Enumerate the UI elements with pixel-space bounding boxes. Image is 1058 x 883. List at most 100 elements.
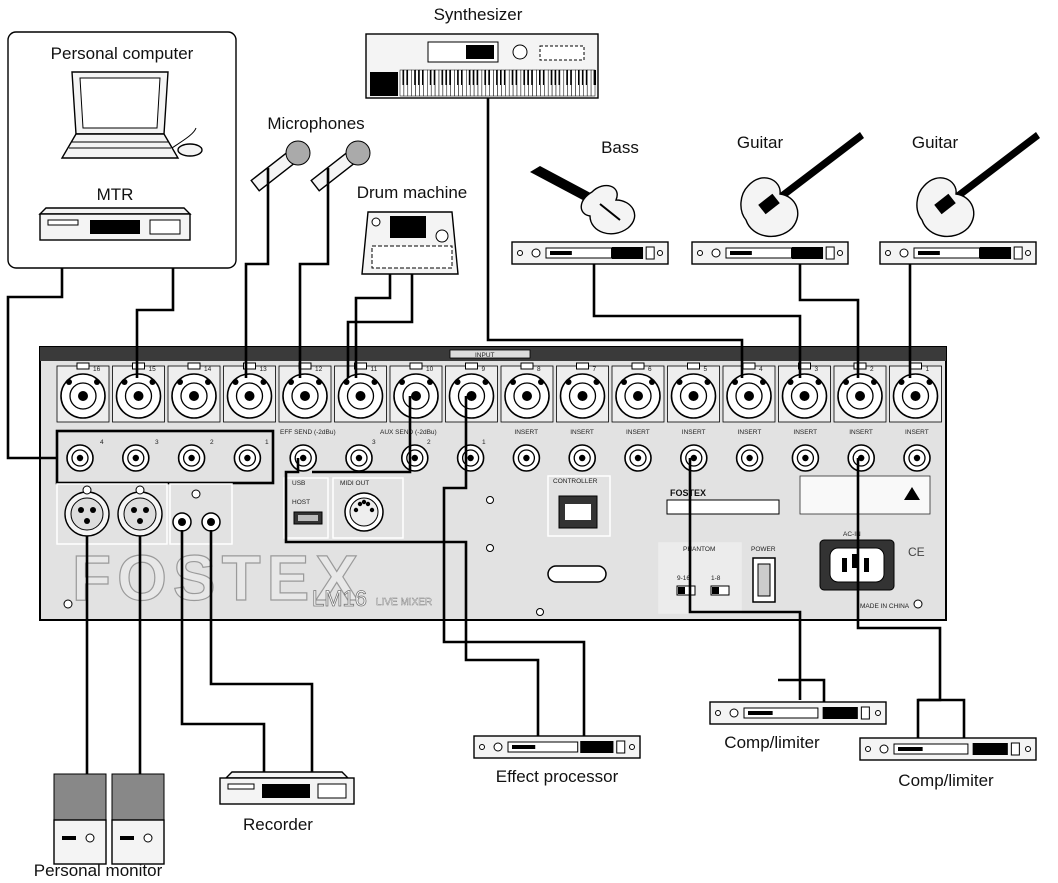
group-out-number: 3 [155,439,159,446]
svg-text:9-16: 9-16 [677,575,690,582]
monitor-left-icon [53,773,107,865]
channel-number: 8 [537,366,541,373]
insert-label: INSERT [514,429,538,436]
usb-port: USB HOST [283,477,329,539]
channel-number: 11 [371,366,378,373]
cable-fx-send [312,396,412,474]
insert-label: INSERT [682,429,706,436]
comp-limiter-2-label: Comp/limiter [898,771,994,790]
mtr-icon [38,207,192,241]
laptop-icon [60,71,203,159]
jack-7 [400,444,429,472]
aux-number: 3 [372,439,376,446]
bass-icon [530,166,636,235]
input-label: INPUT [475,352,495,359]
cable-mic-2 [298,168,330,378]
combo-input-11: 11 [334,362,387,423]
combo-input-12: 12 [278,362,332,423]
cable-insert-3 [688,458,802,700]
xlr-outputs [56,483,168,545]
combo-input-7: 7 [556,362,609,423]
channel-number: 3 [815,366,819,373]
cable-mic-1 [244,168,270,378]
guitar-2-di-unit [879,241,1037,265]
insert-label: INSERT [626,429,650,436]
cable-synth [486,98,744,378]
mtr-label: MTR [97,185,134,204]
guitar-2-label: Guitar [912,133,959,152]
model-name: LM16 [312,586,367,611]
comp-limiter-1-label: Comp/limiter [724,733,820,752]
power-switch: POWER [751,546,776,603]
recorder-label: Recorder [243,815,313,834]
cable-bass [592,264,802,378]
microphones-label: Microphones [267,114,364,133]
svg-text:MIDI OUT: MIDI OUT [340,480,369,487]
bass-label: Bass [601,138,639,157]
cable-comp2-loop [918,698,966,738]
insert-label: INSERT [793,429,817,436]
channel-number: 5 [704,366,708,373]
svg-text:AC-IN: AC-IN [843,531,861,538]
drum-machine-label: Drum machine [357,183,468,202]
guitar-1-icon [740,132,864,238]
channel-number: 14 [204,366,212,373]
combo-input-16: 16 [56,362,110,423]
jack-13: INSERT [735,429,764,472]
jack-11: INSERT [624,429,652,472]
personal-monitor-label: Personal monitor [34,861,163,880]
comp-limiter-1-unit [709,701,887,725]
controller-port: CONTROLLER [547,475,611,537]
recorder-icon [219,771,355,805]
insert-label: INSERT [905,429,929,436]
channel-number: 15 [149,366,157,373]
cable-fx-return-1 [284,458,540,736]
guitar-1-label: Guitar [737,133,784,152]
group-out-number: 1 [265,439,269,446]
insert-label: INSERT [738,429,762,436]
comp-limiter-2-unit [859,737,1037,761]
eff-send-label: EFF SEND (-2dBu) [280,429,336,436]
jack-5 [289,444,318,472]
jack-2 [122,444,150,472]
svg-text:USB: USB [292,480,305,487]
combo-input-6: 6 [611,362,665,423]
jack-9: INSERT [512,429,541,472]
svg-text:FOSTEX: FOSTEX [670,488,706,498]
label-plate: FOSTEX [666,488,780,515]
channel-number: 4 [759,366,763,373]
jack-1 [66,444,94,472]
microphone-1-icon [250,140,311,192]
svg-text:1-8: 1-8 [711,575,721,582]
drum-machine-icon [361,211,459,275]
jack-15: INSERT [847,429,876,472]
cable-insert-2 [856,458,942,738]
svg-text:HOST: HOST [292,499,310,506]
combo-input-3: 3 [778,362,831,423]
combo-input-4: 4 [722,362,776,423]
jack-8 [456,444,485,472]
cable-mtr-input [135,268,175,378]
cable-drum-2 [346,274,414,378]
caution-block [799,475,931,515]
channel-number: 13 [260,366,268,373]
monitor-jacks [169,483,233,545]
effect-processor-label: Effect processor [496,767,619,786]
screws [63,496,923,616]
cable-drum-1 [354,274,392,378]
combo-input-8: 8 [500,362,554,423]
channel-number: 6 [648,366,652,373]
combo-input-13: 13 [223,362,276,423]
svg-text:MADE IN CHINA: MADE IN CHINA [860,603,910,610]
jack-6 [345,444,373,472]
channel-number: 10 [426,366,434,373]
channel-number: 9 [482,366,486,373]
channel-number: 2 [870,366,874,373]
combo-input-1: 1 [889,362,942,423]
jack-4 [233,444,262,472]
phantom-section: PHANTOM 9-16 1-8 [658,542,742,614]
microphone-2-icon [310,140,371,192]
personal-computer-label: Personal computer [51,44,194,63]
